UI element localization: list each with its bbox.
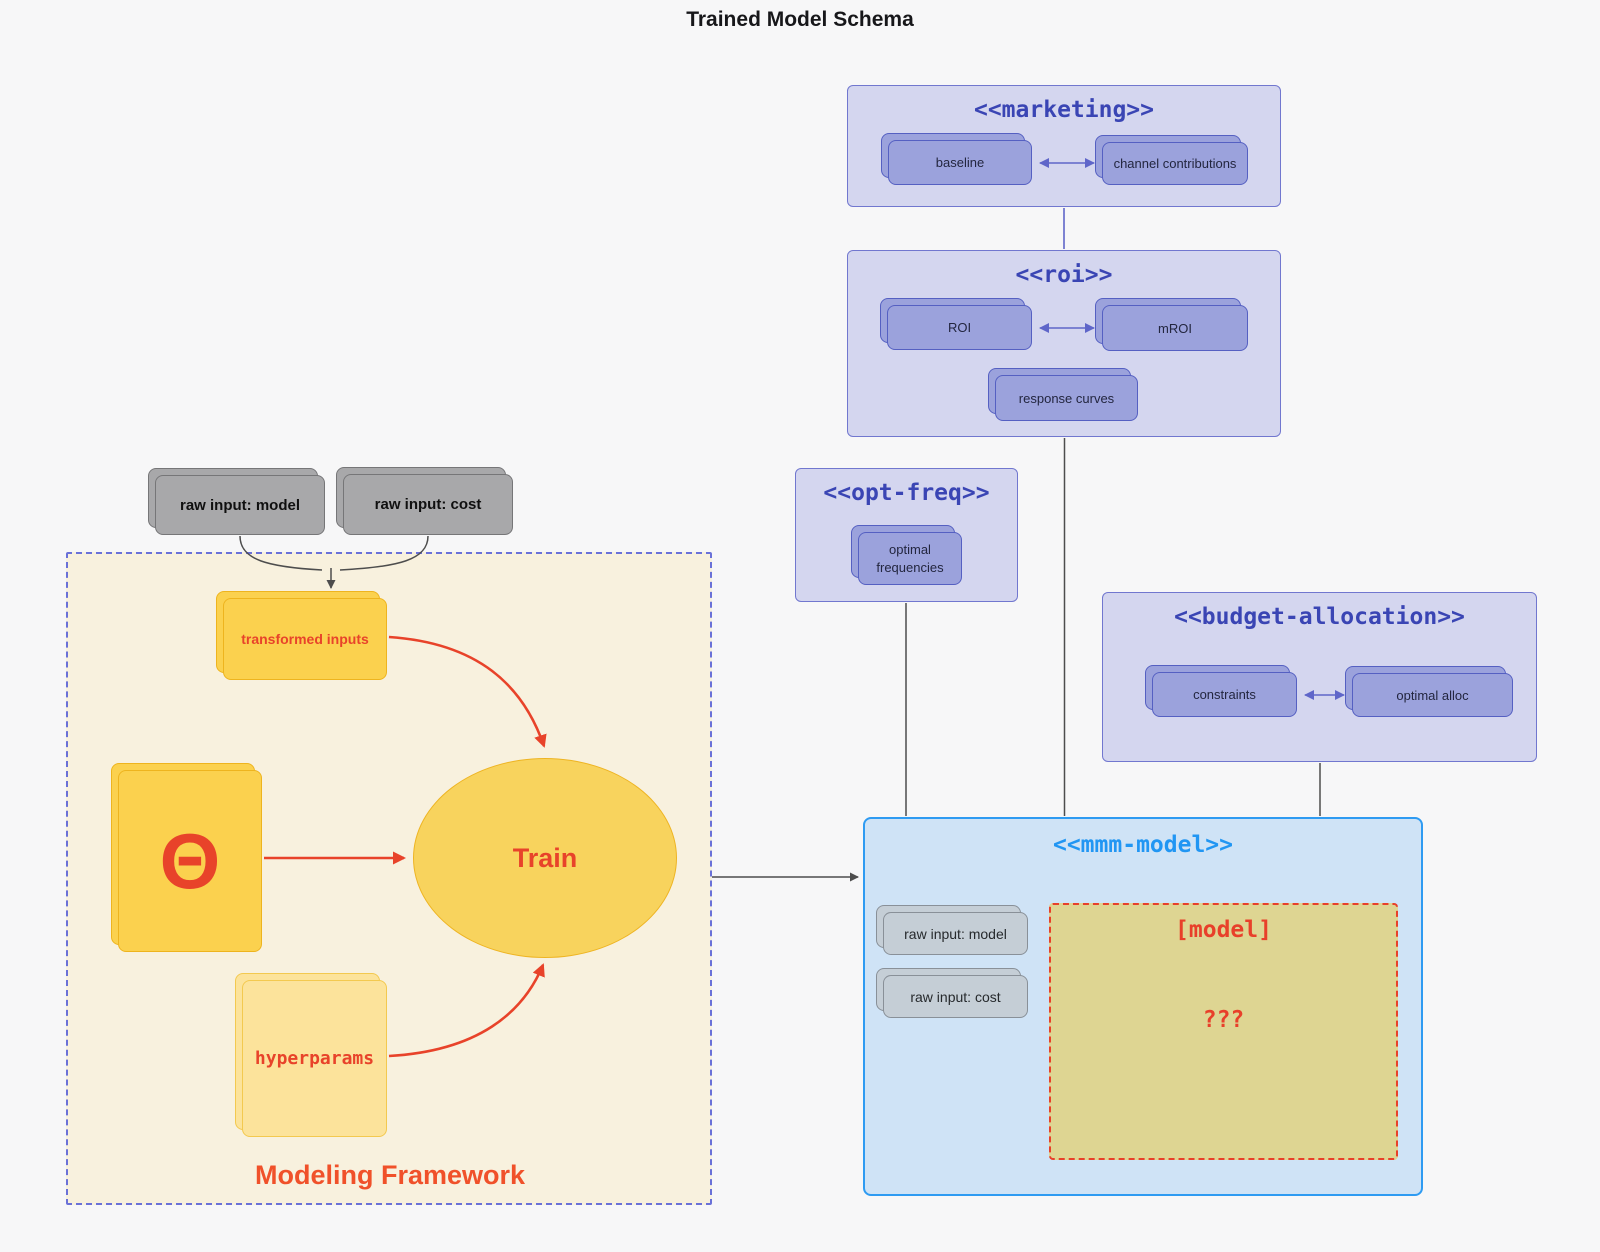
baseline-node: baseline: [881, 133, 1032, 185]
mroi-node: mROI: [1095, 298, 1248, 351]
optimal-frequencies-node: optimal frequencies: [851, 525, 962, 585]
theta-node: Θ: [111, 763, 262, 952]
model-tag-label: [model]: [1175, 917, 1272, 943]
raw-input-model-node: raw input: model: [148, 468, 325, 535]
channel-contributions-node: channel contributions: [1095, 135, 1248, 185]
roi-node: ROI: [880, 298, 1032, 350]
model-unknown-label: ???: [1202, 1007, 1245, 1033]
optimal-alloc-node: optimal alloc: [1345, 666, 1513, 717]
response-curves-node: response curves: [988, 368, 1138, 421]
roi-title: <<roi>>: [1015, 262, 1113, 288]
mmm-raw-input-cost-node: raw input: cost: [876, 968, 1028, 1018]
mmm-raw-input-model-node: raw input: model: [876, 905, 1028, 955]
mroi-label: mROI: [1158, 320, 1192, 336]
roi-label: ROI: [947, 320, 972, 335]
transformed-inputs-label: transformed inputs: [241, 631, 369, 647]
raw-input-cost-label: raw input: cost: [374, 496, 482, 513]
mmm-raw-input-model-label: raw input: model: [904, 925, 1007, 942]
model-placeholder-box: [model] ???: [1049, 903, 1398, 1160]
constraints-label: constraints: [1193, 687, 1256, 702]
constraints-node: constraints: [1145, 665, 1297, 717]
raw-input-cost-node: raw input: cost: [336, 467, 513, 535]
opt-freq-title: <<opt-freq>>: [823, 480, 990, 506]
hyperparams-node: hyperparams: [235, 973, 387, 1137]
hyperparams-label: hyperparams: [254, 1048, 375, 1069]
transformed-inputs-node: transformed inputs: [216, 591, 387, 680]
train-label: Train: [512, 842, 578, 873]
raw-input-model-label: raw input: model: [180, 496, 300, 514]
page-title: Trained Model Schema: [686, 8, 914, 31]
theta-label: Θ: [159, 817, 221, 905]
mmm-raw-input-cost-label: raw input: cost: [910, 988, 1001, 1005]
baseline-label: baseline: [935, 155, 985, 170]
marketing-title: <<marketing>>: [973, 97, 1154, 123]
modeling-framework-label: Modeling Framework: [254, 1160, 526, 1190]
response-curves-label: response curves: [1018, 390, 1115, 406]
budget-allocation-title: <<budget-allocation>>: [1174, 604, 1465, 630]
mmm-model-title: <<mmm-model>>: [1052, 832, 1233, 858]
train-ellipse: Train: [413, 758, 677, 958]
channel-contributions-label: channel contributions: [1113, 156, 1237, 171]
optimal-alloc-label: optimal alloc: [1396, 687, 1469, 703]
optimal-frequencies-label: optimal frequencies: [876, 541, 944, 575]
